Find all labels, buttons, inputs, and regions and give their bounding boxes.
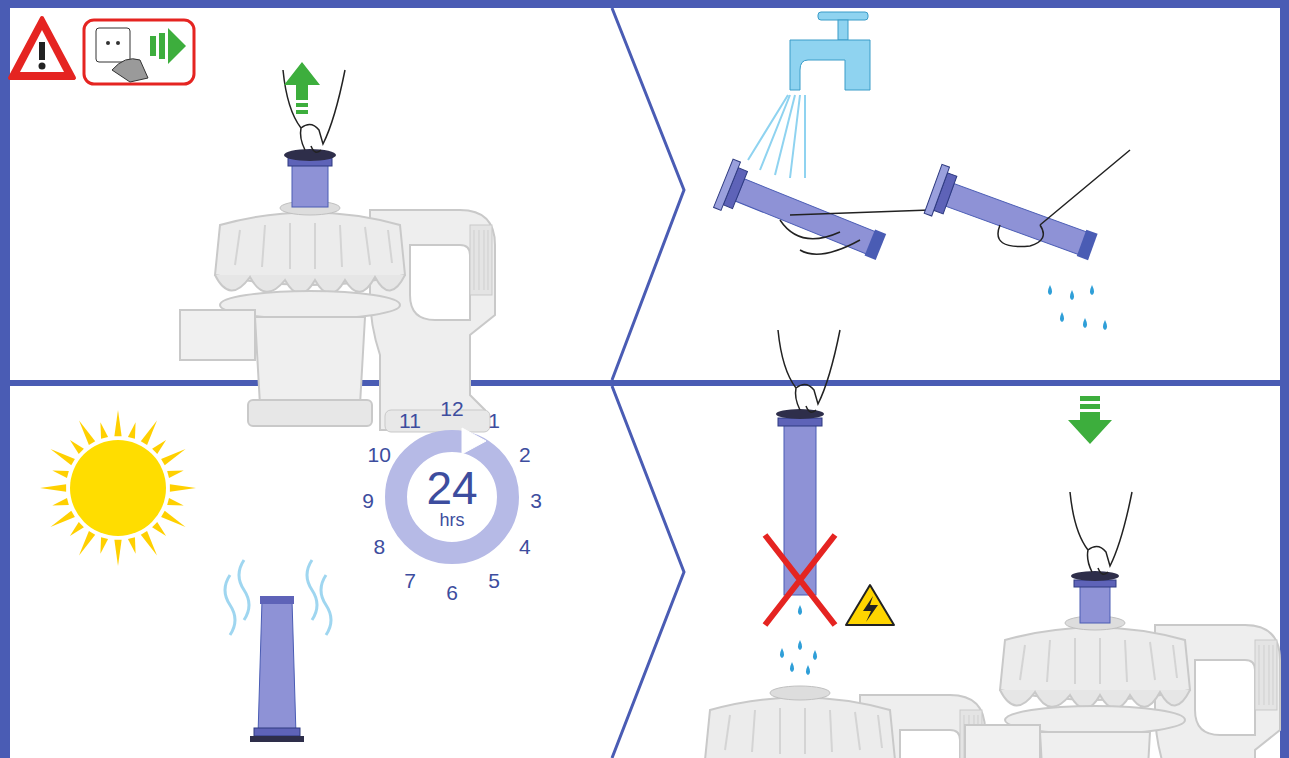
sun bbox=[40, 410, 196, 566]
sun-ray bbox=[52, 470, 69, 478]
clock-hour: 12 bbox=[440, 398, 463, 419]
clock-hour: 11 bbox=[399, 410, 421, 431]
sun-ray bbox=[50, 511, 74, 527]
sun-ray bbox=[40, 484, 66, 491]
sun-ray bbox=[161, 511, 185, 527]
sun-ray bbox=[167, 470, 184, 478]
drips bbox=[1048, 285, 1107, 330]
drying-filter bbox=[225, 560, 331, 742]
sun-ray bbox=[70, 440, 84, 454]
sun-ray bbox=[70, 522, 84, 536]
filter-shake bbox=[924, 164, 1102, 271]
clock-hour: 1 bbox=[488, 410, 500, 431]
clock-center: 24hrs bbox=[426, 465, 477, 529]
sun-ray bbox=[152, 440, 166, 454]
sun-ray bbox=[161, 449, 185, 465]
inserted-filter bbox=[1071, 571, 1119, 623]
sun-ray bbox=[141, 420, 157, 444]
sun-ray bbox=[50, 449, 74, 465]
sun-ray bbox=[141, 531, 157, 555]
sun-ray bbox=[128, 422, 136, 439]
sun-ray bbox=[128, 537, 136, 554]
duration-number: 24 bbox=[426, 465, 477, 511]
arrow-down bbox=[1068, 396, 1112, 444]
sun-ray bbox=[114, 410, 121, 436]
sun-ray bbox=[114, 540, 121, 566]
sun-ray bbox=[167, 498, 184, 506]
clock-hour: 9 bbox=[362, 490, 374, 511]
clock-hour: 2 bbox=[519, 444, 531, 465]
clock-hour: 5 bbox=[488, 569, 500, 590]
sun-ray bbox=[100, 537, 108, 554]
clock-hour: 7 bbox=[404, 569, 416, 590]
sun-disc bbox=[70, 440, 166, 536]
warning-icon bbox=[10, 18, 74, 78]
unplug-icon bbox=[84, 20, 194, 84]
sun-ray bbox=[52, 498, 69, 506]
sun-ray bbox=[100, 422, 108, 439]
clock-hour: 6 bbox=[446, 582, 458, 603]
clock-arrow bbox=[396, 428, 508, 553]
clock-hour: 8 bbox=[373, 536, 385, 557]
wet-filter bbox=[765, 409, 894, 675]
duration-unit: hrs bbox=[426, 511, 477, 529]
sun-ray bbox=[79, 420, 95, 444]
clock-hour: 10 bbox=[368, 444, 391, 465]
sun-ray bbox=[152, 522, 166, 536]
sun-ray bbox=[79, 531, 95, 555]
tap bbox=[748, 12, 870, 178]
clock-hour: 4 bbox=[519, 536, 531, 557]
sun-ray bbox=[170, 484, 196, 491]
clock-hour: 3 bbox=[530, 490, 542, 511]
